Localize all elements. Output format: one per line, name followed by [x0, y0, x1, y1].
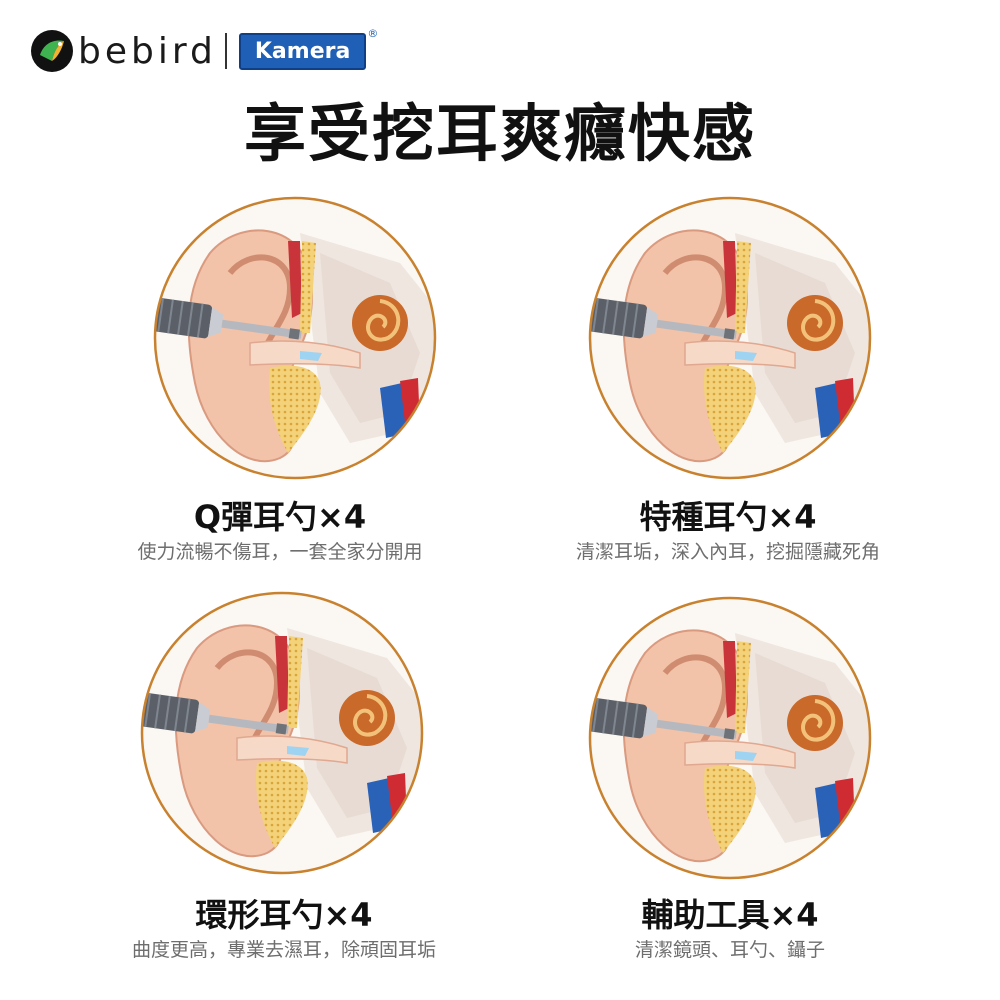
ear-illustration-1 — [150, 193, 440, 483]
page-title: 享受挖耳爽癮快感 — [243, 97, 756, 170]
item-desc-4: 清潔鏡頭、耳勺、鑷子 — [634, 939, 825, 961]
item-desc-3: 曲度更高，專業去濕耳，除頑固耳垢 — [131, 939, 436, 961]
bebird-logo-icon — [31, 30, 73, 72]
item-title-1: Q彈耳勺×4 — [193, 498, 367, 536]
ear-anatomy-illustration-icon — [140, 591, 424, 875]
item-title-2: 特種耳勺×4 — [639, 498, 817, 536]
partner-name: Kamera — [254, 38, 351, 64]
brand-wordmark: bebird — [78, 30, 217, 72]
ear-illustration-4 — [585, 593, 875, 883]
partner-logo: Kamera ® — [238, 27, 378, 70]
ear-anatomy-illustration-icon — [588, 196, 872, 480]
brand-divider — [224, 33, 227, 69]
item-desc-2: 清潔耳垢，深入內耳，挖掘隱藏死角 — [575, 541, 880, 563]
ear-illustration-3 — [137, 588, 427, 878]
item-desc-1: 使力流暢不傷耳，一套全家分開用 — [137, 541, 423, 563]
ear-illustration-2 — [585, 193, 875, 483]
ear-anatomy-illustration-icon — [153, 196, 437, 480]
registered-mark: ® — [367, 26, 379, 40]
item-title-4: 輔助工具×4 — [641, 896, 819, 934]
item-title-3: 環形耳勺×4 — [195, 896, 373, 934]
ear-anatomy-illustration-icon — [588, 596, 872, 880]
brand-bar: bebird Kamera ® — [30, 27, 378, 74]
